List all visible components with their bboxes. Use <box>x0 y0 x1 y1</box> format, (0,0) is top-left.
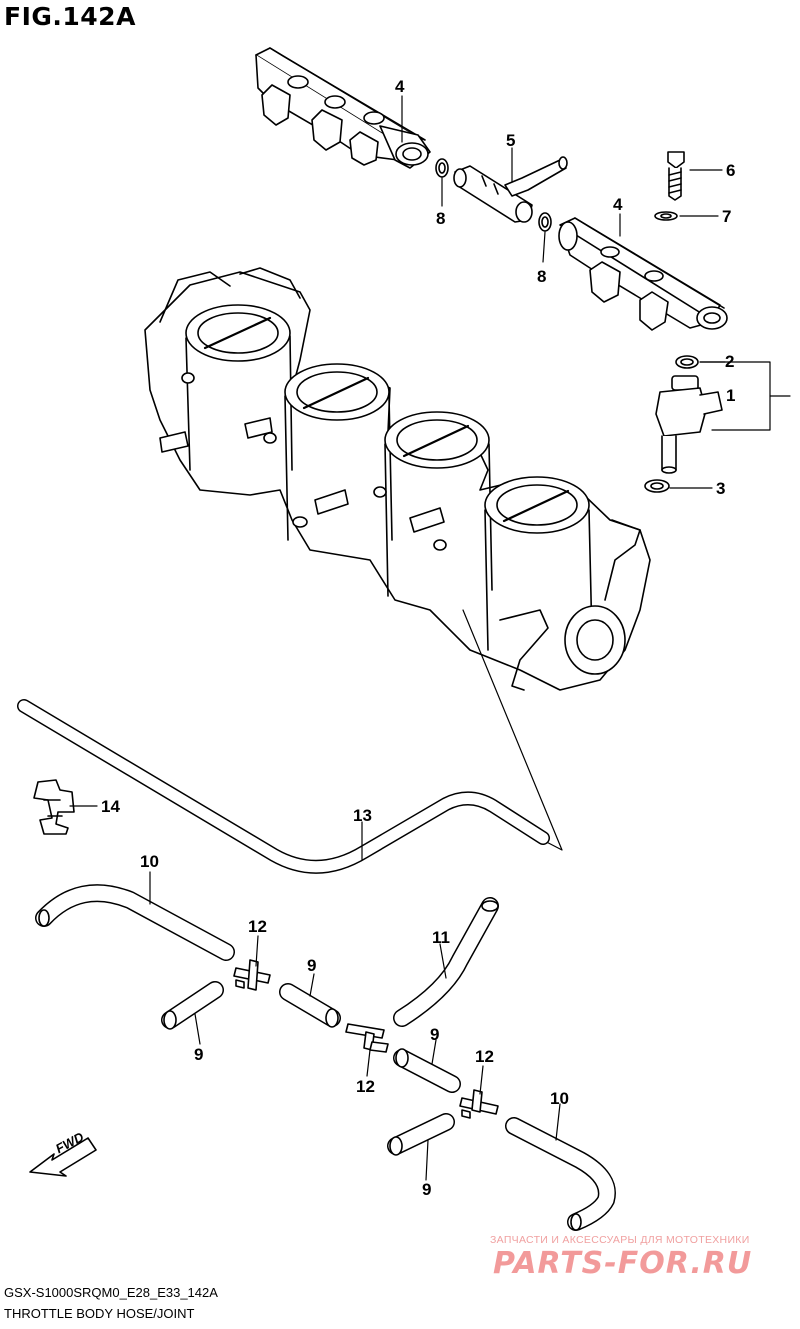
callout-9-d: 9 <box>422 1180 432 1199</box>
o-ring-8-upper <box>435 158 449 178</box>
fuel-rail-upper <box>255 47 431 169</box>
hose-9-d <box>387 1113 455 1156</box>
callout-13: 13 <box>353 806 372 825</box>
o-ring-8-lower <box>538 212 552 232</box>
callout-12-b: 12 <box>356 1077 375 1096</box>
joint-12-b <box>345 1023 389 1053</box>
callout-10-upper: 10 <box>140 852 159 871</box>
callout-12-c: 12 <box>475 1047 494 1066</box>
hose-13 <box>17 699 550 874</box>
fuel-rail-lower <box>558 217 728 331</box>
callout-8-lower: 8 <box>537 267 547 286</box>
hose-11 <box>393 897 499 1027</box>
callout-12-a: 12 <box>248 917 267 936</box>
callout-2: 2 <box>725 352 735 371</box>
seal-3 <box>644 479 670 493</box>
forward-arrow-icon <box>29 1137 97 1177</box>
callout-7: 7 <box>722 207 732 226</box>
hose-9-c <box>393 1048 461 1093</box>
callout-1: 1 <box>726 386 736 405</box>
fuel-joint-5 <box>453 156 568 223</box>
hose-10-upper <box>35 884 235 961</box>
o-ring-2 <box>675 355 699 369</box>
washer-7 <box>654 211 678 221</box>
callout-9-c: 9 <box>430 1025 440 1044</box>
throttle-body-assembly <box>144 267 651 691</box>
model-code: GSX-S1000SRQM0_E28_E33_142A <box>4 1285 218 1300</box>
callout-10-lower: 10 <box>550 1089 569 1108</box>
callout-leader-lines <box>69 95 791 1181</box>
callout-4-lower: 4 <box>613 195 623 214</box>
watermark-site: PARTS-FOR.RU <box>493 1246 753 1281</box>
hose-10-lower <box>505 1117 616 1231</box>
callout-9-b: 9 <box>307 956 317 975</box>
figure-title: FIG.142A <box>4 2 136 31</box>
bolt-6 <box>667 151 685 201</box>
hose-9-b <box>279 983 341 1028</box>
callout-11: 11 <box>432 928 450 947</box>
joint-12-a <box>233 959 271 991</box>
callout-5: 5 <box>506 131 516 150</box>
callout-6: 6 <box>726 161 736 180</box>
hose-9-a <box>161 981 224 1030</box>
clip-14 <box>33 779 75 835</box>
fuel-injector-1 <box>655 375 723 474</box>
callout-3: 3 <box>716 479 726 498</box>
callout-14: 14 <box>101 797 120 816</box>
callout-9-a: 9 <box>194 1045 204 1064</box>
joint-12-c <box>459 1089 499 1119</box>
diagram-caption: THROTTLE BODY HOSE/JOINT <box>4 1306 195 1321</box>
callout-4-upper: 4 <box>395 77 405 96</box>
callout-8-upper: 8 <box>436 209 446 228</box>
watermark-tagline: ЗАПЧАСТИ И АКСЕССУАРЫ ДЛЯ МОТОТЕХНИКИ <box>490 1234 750 1246</box>
